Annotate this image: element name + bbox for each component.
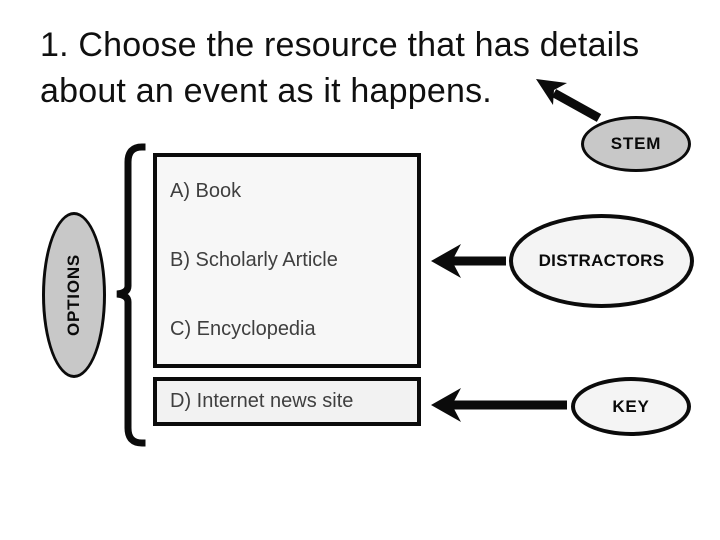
stem-callout: STEM: [581, 116, 691, 172]
key-callout: KEY: [571, 377, 691, 436]
stem-callout-label: STEM: [610, 134, 662, 153]
title-line-2: about an event as it happens.: [40, 72, 492, 110]
option-d: D) Internet news site: [170, 390, 354, 412]
option-a: A) Book: [170, 180, 242, 202]
option-c: C) Encyclopedia: [170, 318, 316, 340]
distractors-callout-label: DISTRACTORS: [538, 251, 665, 270]
key-arrow-icon: [431, 388, 567, 422]
distractors-arrow-icon: [431, 244, 506, 278]
options-callout-label: OPTIONS: [64, 253, 84, 337]
options-bracket: [116, 143, 146, 447]
options-abc-box: A) Book B) Scholarly Article C) Encyclop…: [153, 153, 421, 368]
title-line-1: 1. Choose the resource that has details: [40, 26, 640, 64]
distractors-callout: DISTRACTORS: [509, 214, 694, 308]
key-callout-label: KEY: [612, 396, 650, 416]
option-d-box: D) Internet news site: [153, 377, 421, 426]
question-stem-title: 1. Choose the resource that has details …: [40, 22, 704, 114]
options-callout: OPTIONS: [42, 212, 106, 378]
option-b: B) Scholarly Article: [170, 249, 338, 271]
